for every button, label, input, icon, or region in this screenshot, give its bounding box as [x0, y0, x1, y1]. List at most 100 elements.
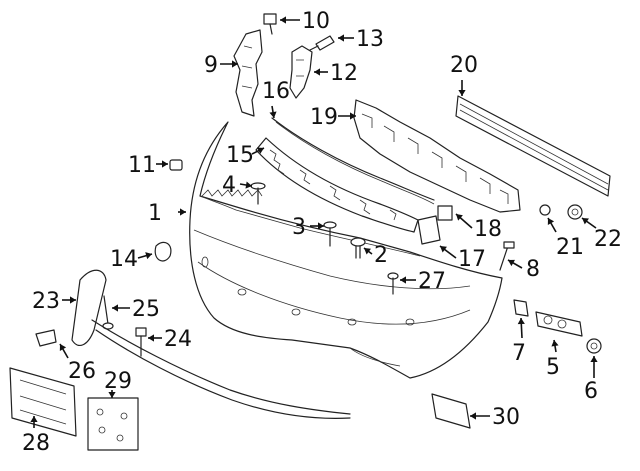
bumper-cover-drawing	[189, 121, 503, 379]
callout-14: 14	[110, 247, 153, 272]
arrow-head-4	[245, 181, 252, 189]
callout-16: 16	[262, 79, 290, 119]
callout-label-17: 17	[458, 247, 486, 272]
bracket-left-drawing	[233, 29, 263, 117]
callout-label-19: 19	[310, 105, 338, 130]
arrow-head-2	[364, 248, 371, 255]
arrow-head-19	[350, 112, 356, 120]
callout-3: 3	[292, 215, 324, 240]
fastener-27-drawing	[387, 272, 399, 295]
callout-label-2: 2	[374, 243, 388, 268]
callout-label-4: 4	[222, 173, 236, 198]
callout-23: 23	[32, 289, 76, 314]
callout-2: 2	[363, 243, 388, 268]
nut-21-drawing	[539, 204, 551, 216]
callout-label-10: 10	[302, 9, 330, 34]
callout-label-7: 7	[512, 341, 526, 366]
arrow-head-30	[470, 412, 476, 420]
pin-4-drawing	[250, 182, 266, 205]
callout-label-30: 30	[492, 405, 520, 430]
callout-label-9: 9	[204, 53, 218, 78]
callout-21: 21	[547, 217, 584, 260]
clip-11-drawing	[169, 159, 183, 171]
beam-drawing	[455, 95, 611, 197]
callout-label-13: 13	[356, 27, 384, 52]
arrow-head-28	[30, 416, 38, 422]
callout-12: 12	[314, 61, 358, 86]
callout-label-3: 3	[292, 215, 306, 240]
bolt-10-drawing	[263, 13, 277, 35]
seal-strip-drawing	[271, 117, 435, 205]
arrow-head-7	[517, 318, 525, 325]
arrow-head-5	[551, 340, 559, 347]
arrow-head-11	[162, 160, 168, 168]
screw-3-drawing	[323, 221, 337, 247]
callout-30: 30	[470, 405, 520, 430]
arrow-head-1	[180, 208, 186, 216]
callout-label-15: 15	[226, 143, 254, 168]
callout-label-20: 20	[450, 53, 478, 78]
sensor-bracket-7-drawing	[513, 299, 529, 317]
callout-label-22: 22	[594, 227, 622, 252]
arrow-head-15	[257, 147, 264, 154]
splitter-drawing	[91, 319, 351, 419]
sensor-housing-5-drawing	[535, 311, 583, 337]
callout-label-26: 26	[68, 359, 96, 384]
callout-27: 27	[400, 269, 446, 294]
callout-24: 24	[148, 327, 192, 352]
callout-10: 10	[280, 9, 330, 34]
callout-26: 26	[59, 343, 96, 384]
bracket-right-drawing	[289, 45, 313, 99]
callout-label-8: 8	[526, 257, 540, 282]
callout-19: 19	[310, 105, 356, 130]
arrow-head-3	[318, 222, 324, 230]
arrow-head-20	[458, 90, 466, 96]
callout-label-1: 1	[148, 201, 162, 226]
callout-11: 11	[128, 153, 168, 178]
nut-22-drawing	[567, 204, 583, 220]
callout-label-29: 29	[104, 369, 132, 394]
absorber-drawing	[353, 99, 521, 213]
callout-9: 9	[204, 53, 238, 78]
callout-label-23: 23	[32, 289, 60, 314]
callout-label-21: 21	[556, 235, 584, 260]
bolt-24-drawing	[135, 327, 147, 357]
callout-label-5: 5	[546, 355, 560, 380]
callout-4: 4	[222, 173, 253, 198]
callout-18: 18	[455, 213, 502, 242]
arrow-head-29	[108, 392, 116, 398]
arrow-head-9	[232, 60, 238, 68]
stud-8-drawing	[499, 241, 515, 271]
callout-label-25: 25	[132, 297, 160, 322]
module-30-drawing	[431, 393, 471, 429]
callout-5: 5	[546, 339, 560, 380]
callout-13: 13	[338, 27, 384, 52]
callout-7: 7	[512, 317, 526, 366]
arrow-head-23	[70, 296, 76, 304]
bolt-13-drawing	[309, 35, 335, 51]
arrow-head-27	[400, 276, 406, 284]
arrow-head-13	[338, 34, 344, 42]
callout-label-28: 28	[22, 431, 50, 456]
callout-25: 25	[112, 297, 160, 322]
callout-28: 28	[22, 416, 50, 456]
callout-15: 15	[226, 143, 265, 168]
callout-label-14: 14	[110, 247, 138, 272]
arrow-head-8	[508, 259, 515, 267]
arrow-head-18	[456, 214, 463, 221]
callout-6: 6	[584, 356, 598, 404]
arrow-head-21	[547, 218, 555, 225]
callout-20: 20	[450, 53, 478, 96]
callout-22: 22	[581, 217, 622, 252]
arrow-head-24	[148, 334, 154, 342]
sensor-6-drawing	[586, 338, 602, 354]
push-clip-2-drawing	[350, 237, 366, 259]
arrow-head-25	[112, 304, 118, 312]
callout-label-18: 18	[474, 217, 502, 242]
bracket-18-drawing	[437, 205, 453, 221]
callout-29: 29	[104, 369, 132, 398]
arrow-head-14	[145, 252, 152, 260]
arrow-head-17	[440, 246, 447, 253]
arrow-head-16	[269, 111, 277, 118]
